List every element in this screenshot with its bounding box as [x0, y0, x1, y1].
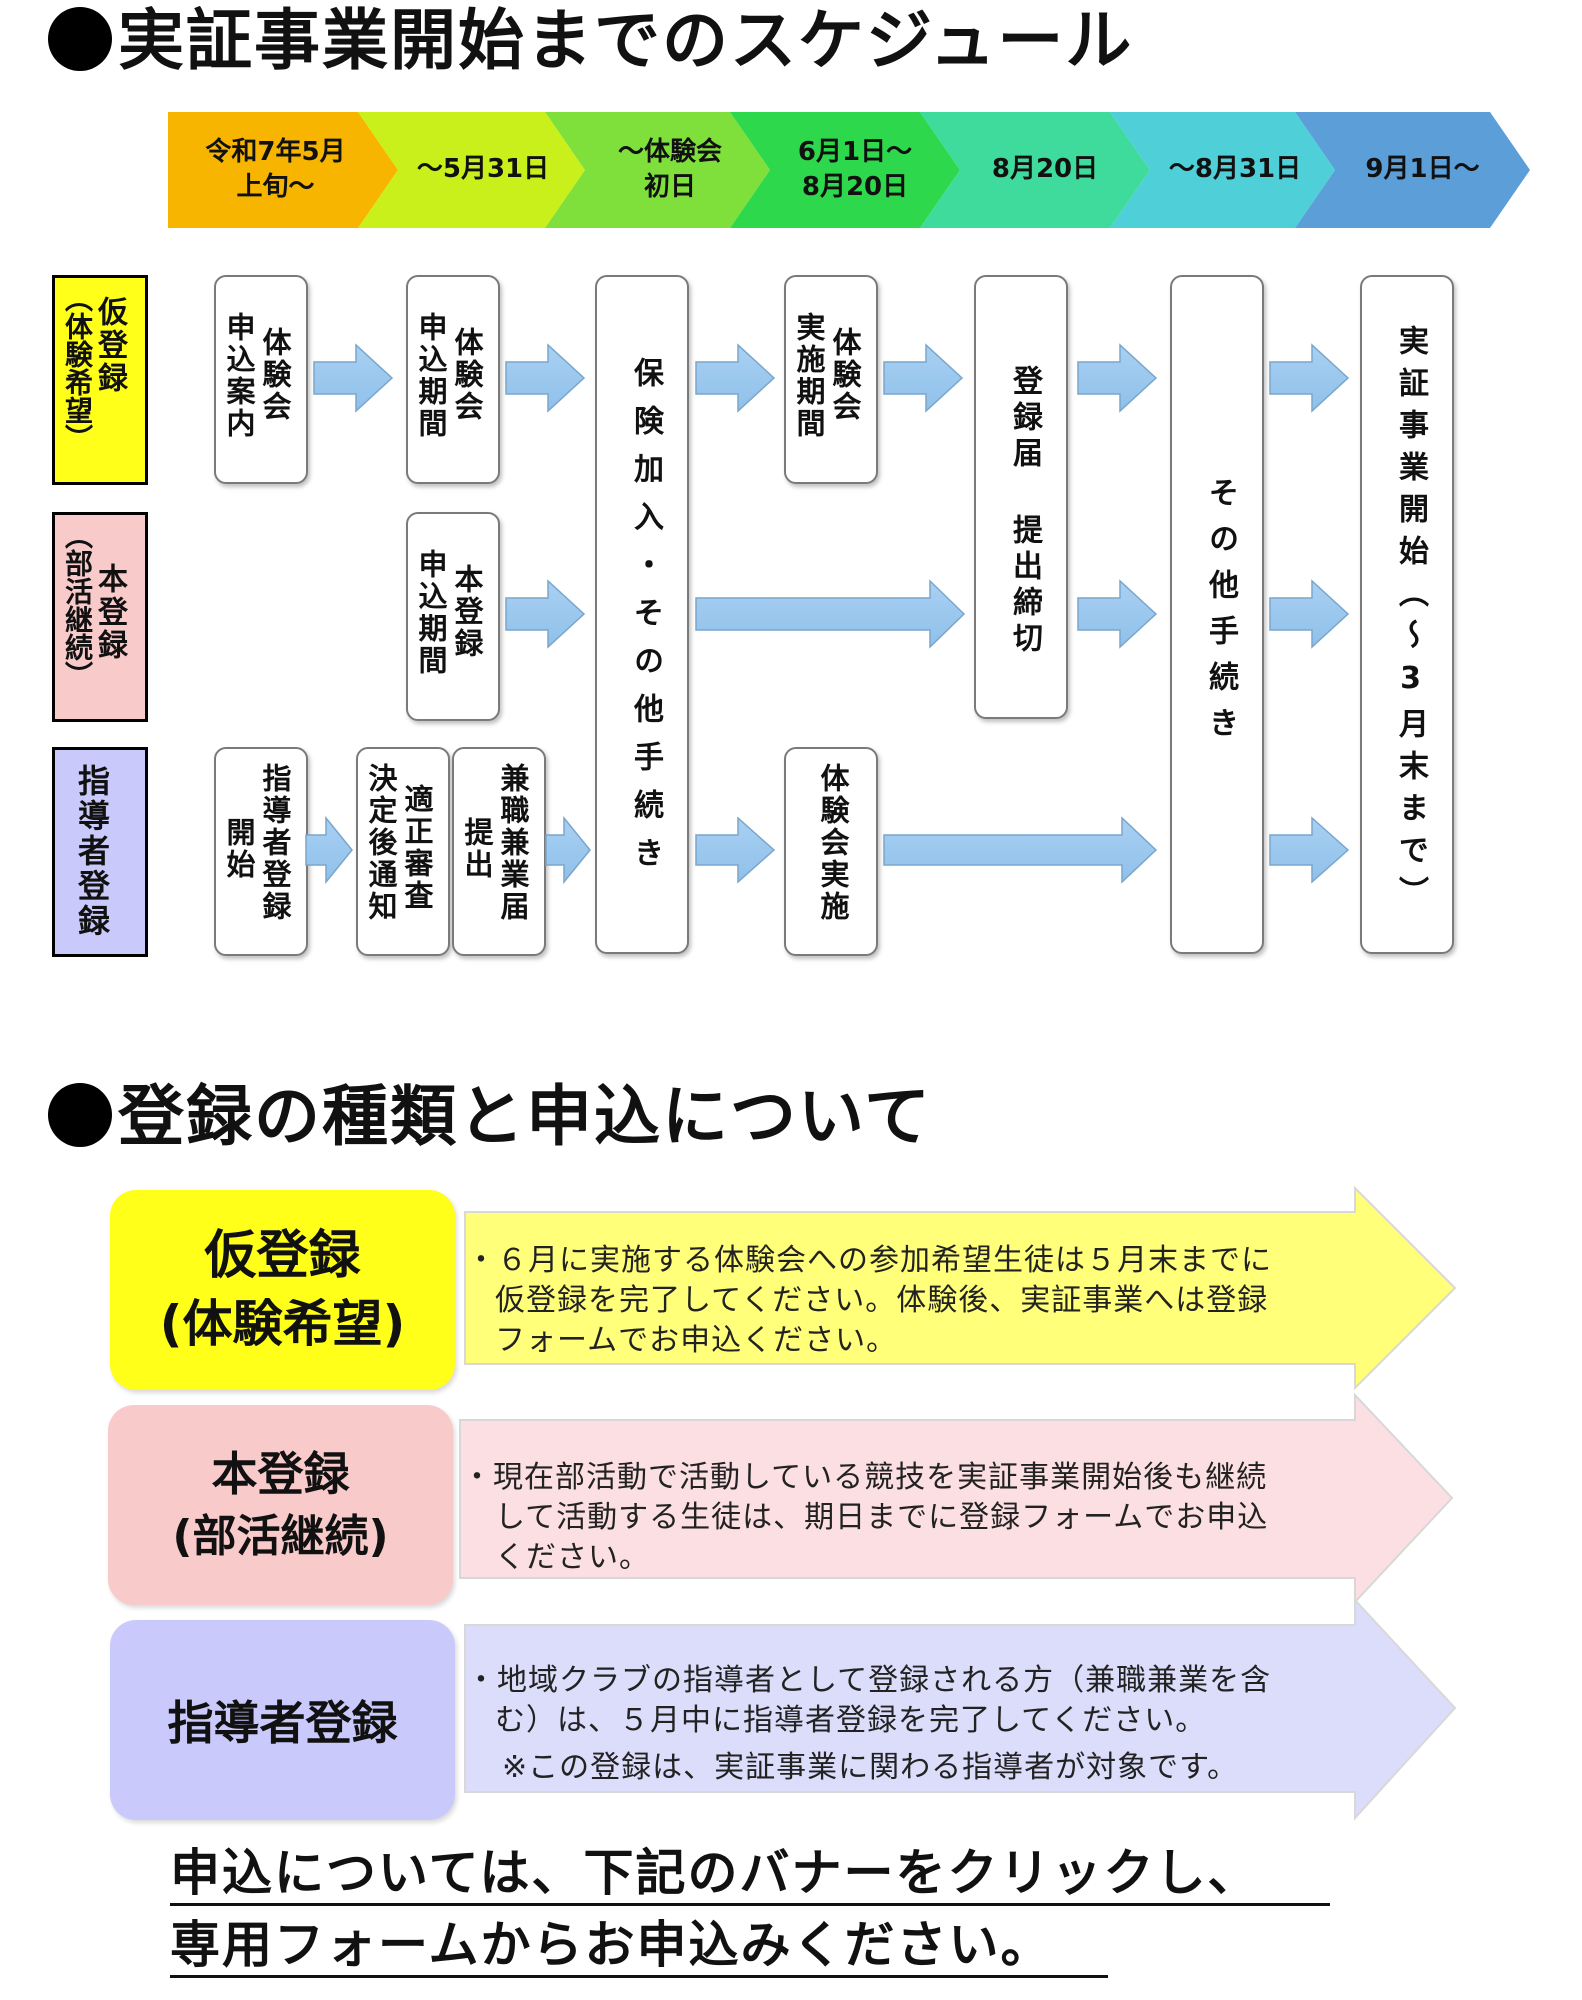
arrow-right-icon — [1269, 816, 1350, 884]
timeline-seg-4 — [730, 112, 960, 228]
arrow-right-icon — [1269, 579, 1350, 649]
row-label-shido: 指導者登録 — [52, 747, 148, 957]
type-arrow-hon — [459, 1392, 1454, 1605]
timeline-seg-1 — [168, 112, 398, 228]
box-todoke: 登録届 提出締切 — [974, 275, 1068, 719]
timeline-label-1: 令和7年5月上旬～ — [205, 136, 346, 202]
type-arrow-shido — [464, 1597, 1457, 1821]
box-shido-jisshi: 体験会実施 — [784, 747, 878, 956]
footer-line-2: 専用フォームからお申込みください。 — [170, 1916, 1108, 1978]
arrow-right-icon — [1077, 343, 1158, 413]
timeline-seg-3 — [545, 112, 770, 228]
type-kari-desc-1: ・６月に実施する体験会への参加希望生徒は５月末までに — [466, 1243, 1272, 1278]
box-tekisei: 適正審査 決定後通知 — [356, 747, 450, 956]
box-kaishi: 実証事業開始（～3月末まで） — [1360, 275, 1454, 954]
type-kari-desc-2: 仮登録を完了してください。体験後、実証事業へは登録 — [495, 1283, 1269, 1318]
timeline-label-6: ～8月31日 — [1168, 154, 1302, 185]
timeline-seg-7 — [1295, 112, 1530, 228]
bullet-dot-icon — [48, 1082, 112, 1147]
arrow-right-icon — [505, 579, 586, 649]
type-arrow-kari — [464, 1185, 1457, 1391]
timeline-label-3: ～体験会初日 — [617, 136, 722, 202]
type-shido-note: ※この登録は、実証事業に関わる指導者が対象です。 — [502, 1750, 1239, 1785]
box-kenshoku: 兼職兼業届 提出 — [452, 747, 546, 956]
arrow-right-icon — [545, 815, 591, 885]
timeline-label-2: ～5月31日 — [416, 154, 550, 185]
type-shido-desc-2: む）は、５月中に指導者登録を完了してください。 — [495, 1703, 1207, 1738]
type-pill-shido: 指導者登録 — [110, 1620, 455, 1820]
type-kari-desc-3: フォームでお申込ください。 — [495, 1323, 898, 1358]
timeline-seg-5 — [920, 112, 1150, 228]
arrow-right-icon — [695, 343, 776, 413]
type-arrows — [459, 1185, 1457, 1821]
flow-arrows — [305, 343, 1350, 885]
type-shido-desc-1: ・地域クラブの指導者として登録される方（兼職兼業を含 — [466, 1663, 1272, 1698]
box-sonota: その他手続き — [1170, 275, 1264, 954]
schedule-heading: 実証事業開始までのスケジュール — [48, 6, 1133, 77]
arrow-right-icon — [883, 816, 1158, 884]
arrow-right-icon — [883, 343, 964, 413]
type-hon-desc-3: ください。 — [495, 1540, 650, 1575]
box-kari-jisshi: 体験会 実施期間 — [784, 275, 878, 484]
arrow-right-icon — [313, 343, 394, 413]
type-hon-desc-2: して活動する生徒は、期日までに登録フォームでお申込 — [495, 1500, 1269, 1535]
box-hon-period: 本登録 申込期間 — [406, 512, 500, 721]
box-hoken: 保険加入・その他手続き — [595, 275, 689, 954]
timeline-label-7: 9月1日～ — [1365, 154, 1480, 185]
box-kari-guide: 体験会 申込案内 — [214, 275, 308, 484]
type-pill-hon: 本登録 (部活継続) — [108, 1405, 453, 1605]
box-kari-period: 体験会 申込期間 — [406, 275, 500, 484]
row-label-kari: 仮登録 （体験希望） — [52, 275, 148, 485]
bullet-dot-icon — [48, 6, 112, 71]
arrow-right-icon — [695, 579, 966, 649]
box-shido-start: 指導者登録 開始 — [214, 747, 308, 956]
type-pill-kari: 仮登録 (体験希望) — [110, 1190, 455, 1390]
registration-heading: 登録の種類と申込について — [48, 1082, 932, 1153]
row-label-hon: 本登録 （部活継続） — [52, 512, 148, 722]
timeline-bar — [168, 112, 1530, 228]
arrow-right-icon — [305, 815, 353, 885]
footer-line-1: 申込については、下記のバナーをクリックし、 — [170, 1844, 1330, 1906]
timeline-seg-2 — [358, 112, 585, 228]
arrow-right-icon — [505, 343, 586, 413]
arrow-right-icon — [695, 816, 776, 884]
type-hon-desc-1: ・現在部活動で活動している競技を実証事業開始後も継続 — [462, 1460, 1268, 1495]
timeline-label-5: 8月20日 — [991, 154, 1099, 185]
timeline-seg-6 — [1110, 112, 1335, 228]
timeline-label-4: 6月1日～8月20日 — [797, 136, 913, 202]
arrow-right-icon — [1077, 579, 1158, 649]
arrow-right-icon — [1269, 343, 1350, 413]
